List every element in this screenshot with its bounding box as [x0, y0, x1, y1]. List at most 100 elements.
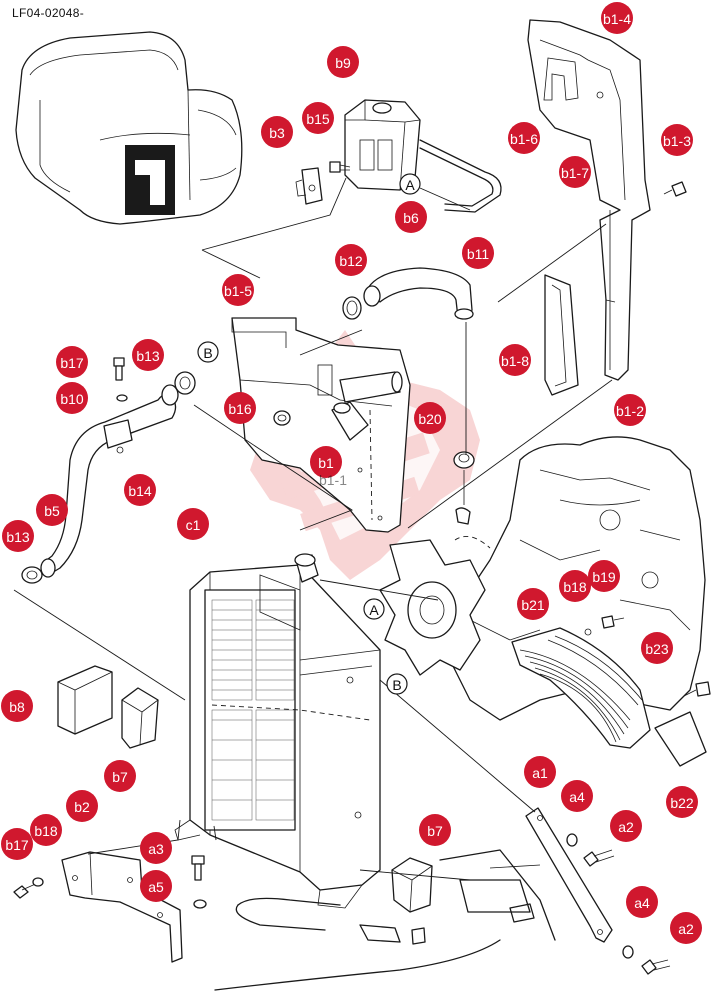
bolt-a2-upper [583, 849, 615, 867]
bolt-a3 [191, 855, 205, 881]
cover-plate-b22 [654, 711, 707, 767]
callout-b18-right[interactable]: b18 [559, 570, 591, 602]
svg-text:b1-7: b1-7 [561, 165, 589, 181]
svg-text:b18: b18 [563, 579, 587, 595]
upper-radiator-hose [363, 267, 474, 320]
callout-b15[interactable]: b15 [302, 102, 334, 134]
callout-b7-bottom[interactable]: b7 [419, 814, 451, 846]
callout-b1-2[interactable]: b1-2 [614, 394, 646, 426]
callout-b2[interactable]: b2 [66, 790, 98, 822]
callout-b3[interactable]: b3 [261, 116, 293, 148]
svg-text:b13: b13 [136, 348, 160, 364]
sponge-b8 [57, 665, 113, 735]
callout-a2-top[interactable]: a2 [610, 810, 642, 842]
washer-a4-lower [622, 945, 634, 959]
svg-text:b6: b6 [403, 210, 419, 226]
callout-b19[interactable]: b19 [588, 560, 620, 592]
svg-text:a3: a3 [148, 841, 164, 857]
callout-b7-left[interactable]: b7 [104, 760, 136, 792]
callout-b14[interactable]: b14 [124, 474, 156, 506]
svg-text:b1-8: b1-8 [501, 353, 529, 369]
sponge-b7-left [121, 687, 159, 749]
washer-a4-upper [566, 833, 578, 847]
callout-a1[interactable]: a1 [524, 756, 556, 788]
callout-b18-bottom[interactable]: b18 [30, 814, 62, 846]
callout-b13-top[interactable]: b13 [132, 339, 164, 371]
callout-b21[interactable]: b21 [517, 588, 549, 620]
callouts: b1-4 b9 b15 b3 b1-6 b1-3 b1-7 b6 b11 b12… [1, 2, 702, 944]
callout-a5[interactable]: a5 [140, 870, 172, 902]
callout-b1-5[interactable]: b1-5 [222, 274, 254, 306]
svg-text:b21: b21 [521, 597, 545, 613]
stay-bracket-a1 [525, 807, 613, 943]
callout-b1[interactable]: b1 [310, 446, 342, 478]
callout-b1-7[interactable]: b1-7 [559, 156, 591, 188]
svg-text:b10: b10 [60, 391, 84, 407]
svg-text:b3: b3 [269, 125, 285, 141]
svg-text:b17: b17 [5, 837, 29, 853]
document-code: LF04-02048- [12, 6, 85, 20]
callout-c1[interactable]: c1 [177, 508, 209, 540]
callout-b23[interactable]: b23 [641, 632, 673, 664]
svg-text:B: B [203, 345, 212, 361]
callout-a3[interactable]: a3 [140, 832, 172, 864]
callout-b20[interactable]: b20 [414, 402, 446, 434]
callout-b5[interactable]: b5 [36, 494, 68, 526]
callout-b12[interactable]: b12 [335, 244, 367, 276]
callout-b11[interactable]: b11 [462, 237, 494, 269]
radiator-assembly [174, 553, 381, 909]
callout-a4-top[interactable]: a4 [561, 780, 593, 812]
callout-b6[interactable]: b6 [395, 201, 427, 233]
callout-b1-8[interactable]: b1-8 [499, 344, 531, 376]
svg-text:b7: b7 [112, 769, 128, 785]
tank-bracket [295, 167, 323, 205]
svg-text:a2: a2 [618, 819, 634, 835]
callout-b17-top[interactable]: b17 [56, 346, 88, 378]
engine-block [449, 436, 706, 721]
callout-b1-4[interactable]: b1-4 [601, 2, 633, 34]
svg-text:a5: a5 [148, 879, 164, 895]
svg-text:b1-4: b1-4 [603, 11, 631, 27]
callout-a2-bottom[interactable]: a2 [670, 912, 702, 944]
svg-text:b1: b1 [318, 455, 334, 471]
washer-b18-lower [32, 877, 44, 887]
ref-a-upper: A [399, 173, 421, 195]
callout-b8[interactable]: b8 [1, 690, 33, 722]
washer-b10 [116, 394, 128, 402]
cooling-fan [379, 539, 486, 676]
lower-radiator-hose [40, 384, 179, 578]
bolt-b15 [329, 161, 351, 173]
callout-b10[interactable]: b10 [56, 382, 88, 414]
svg-text:a1: a1 [532, 765, 548, 781]
svg-text:a4: a4 [569, 789, 585, 805]
side-shroud-plate [527, 19, 651, 381]
callout-b1-6[interactable]: b1-6 [508, 122, 540, 154]
callout-b1-3[interactable]: b1-3 [661, 124, 693, 156]
machine-frame-floor [214, 849, 556, 991]
bolt-a2-lower [641, 959, 671, 975]
svg-text:b1-5: b1-5 [224, 283, 252, 299]
callout-b22[interactable]: b22 [666, 786, 698, 818]
svg-text:b8: b8 [9, 699, 25, 715]
hose-cap-b20 [453, 451, 475, 525]
callout-b16[interactable]: b16 [224, 392, 256, 424]
bolt-b1-3 [663, 181, 687, 197]
svg-text:b2: b2 [74, 799, 90, 815]
svg-text:b13: b13 [6, 529, 30, 545]
operator-seat-illustration [15, 31, 243, 225]
callout-a4-bottom[interactable]: a4 [626, 886, 658, 918]
svg-text:b1-2: b1-2 [616, 403, 644, 419]
callout-b13-low[interactable]: b13 [2, 520, 34, 552]
callout-b17-bottom[interactable]: b17 [1, 828, 33, 860]
svg-text:b19: b19 [592, 569, 616, 585]
callout-b1-1: b1-1 [319, 472, 347, 488]
callout-b9[interactable]: b9 [327, 46, 359, 78]
hose-clamp-b13-lower [21, 566, 43, 584]
svg-text:b18: b18 [34, 823, 58, 839]
ref-a-lower: A [363, 598, 385, 620]
bolt-b17-upper [113, 357, 125, 381]
hose-clamp-b12 [342, 296, 362, 320]
svg-text:b7: b7 [427, 823, 443, 839]
svg-text:b1-6: b1-6 [510, 131, 538, 147]
